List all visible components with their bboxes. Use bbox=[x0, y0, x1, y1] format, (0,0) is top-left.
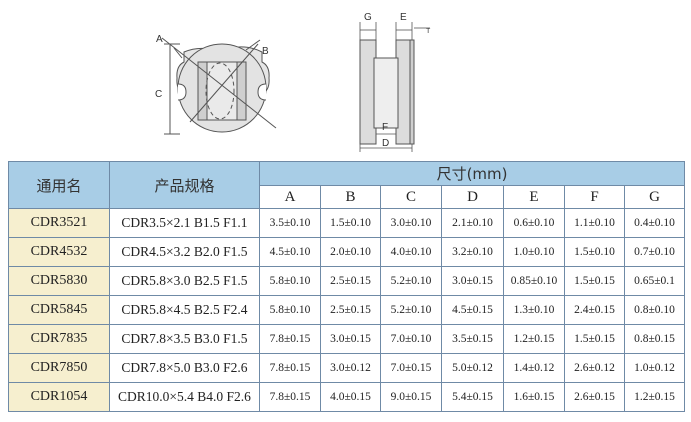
spec-cell: CDR7.8×5.0 B3.0 F2.6 bbox=[109, 353, 260, 383]
dimension-cell: 3.0±0.15 bbox=[320, 324, 381, 354]
model-cell: CDR5845 bbox=[8, 295, 110, 325]
dimension-cell: 0.85±0.10 bbox=[503, 266, 565, 296]
spec-cell: CDR5.8×3.0 B2.5 F1.5 bbox=[109, 266, 260, 296]
dimension-cell: 1.2±0.15 bbox=[623, 382, 686, 412]
dim-label-t: T bbox=[426, 28, 431, 35]
dimension-cell: 3.0±0.10 bbox=[380, 208, 442, 238]
dim-label-c: C bbox=[155, 89, 162, 100]
dimension-cell: 5.0±0.12 bbox=[441, 353, 504, 383]
model-cell: CDR5830 bbox=[8, 266, 110, 296]
dimension-cell: 0.8±0.10 bbox=[623, 295, 686, 325]
dim-label-b: B bbox=[262, 46, 269, 57]
dimension-cell: 4.5±0.10 bbox=[259, 237, 321, 267]
dimension-cell: 2.4±0.15 bbox=[564, 295, 625, 325]
dimension-cell: 1.2±0.15 bbox=[503, 324, 565, 354]
dimension-cell: 1.0±0.10 bbox=[503, 237, 565, 267]
dimension-cell: 1.0±0.12 bbox=[623, 353, 686, 383]
dimension-cell: 2.0±0.10 bbox=[320, 237, 381, 267]
dim-label-f: F bbox=[382, 122, 388, 133]
dimension-cell: 2.6±0.15 bbox=[564, 382, 625, 412]
dim-label-e: E bbox=[400, 12, 407, 23]
dimension-cell: 1.6±0.15 bbox=[503, 382, 565, 412]
dimension-cell: 7.0±0.10 bbox=[380, 324, 442, 354]
dimension-cell: 1.4±0.12 bbox=[503, 353, 565, 383]
dimension-cell: 9.0±0.15 bbox=[380, 382, 442, 412]
model-cell: CDR4532 bbox=[8, 237, 110, 267]
dimension-cell: 1.1±0.10 bbox=[564, 208, 625, 238]
dimension-cell: 5.8±0.10 bbox=[259, 266, 321, 296]
dimension-cell: 1.5±0.10 bbox=[564, 237, 625, 267]
dim-label-g: G bbox=[364, 12, 372, 23]
dimension-cell: 3.0±0.12 bbox=[320, 353, 381, 383]
column-header: C bbox=[380, 185, 442, 209]
dimension-cell: 1.5±0.10 bbox=[320, 208, 381, 238]
spec-cell: CDR5.8×4.5 B2.5 F2.4 bbox=[109, 295, 260, 325]
dimension-cell: 4.5±0.15 bbox=[441, 295, 504, 325]
front-view-drawing: A B C bbox=[155, 34, 277, 135]
dimension-cell: 1.3±0.10 bbox=[503, 295, 565, 325]
dim-label-d: D bbox=[382, 138, 389, 149]
dimension-cell: 0.65±0.1 bbox=[623, 266, 686, 296]
dimension-cell: 7.8±0.15 bbox=[259, 382, 321, 412]
model-cell: CDR7835 bbox=[8, 324, 110, 354]
technical-drawings: A B C bbox=[0, 0, 691, 160]
spec-cell: CDR4.5×3.2 B2.0 F1.5 bbox=[109, 237, 260, 267]
dimension-cell: 5.4±0.15 bbox=[441, 382, 504, 412]
dimension-cell: 7.0±0.15 bbox=[380, 353, 442, 383]
dimension-cell: 3.5±0.15 bbox=[441, 324, 504, 354]
dimension-cell: 0.8±0.15 bbox=[623, 324, 686, 354]
dimension-cell: 2.5±0.15 bbox=[320, 266, 381, 296]
dimension-cell: 3.2±0.10 bbox=[441, 237, 504, 267]
header-common-name: 通用名 bbox=[8, 161, 110, 209]
header-size: 尺寸(mm) bbox=[258, 161, 686, 186]
dimension-cell: 3.5±0.10 bbox=[259, 208, 321, 238]
dimension-cell: 4.0±0.10 bbox=[380, 237, 442, 267]
model-cell: CDR7850 bbox=[8, 353, 110, 383]
column-header: A bbox=[259, 185, 321, 209]
dimension-cell: 2.1±0.10 bbox=[441, 208, 504, 238]
dimension-cell: 3.0±0.15 bbox=[441, 266, 504, 296]
dimension-cell: 5.2±0.10 bbox=[380, 295, 442, 325]
spec-cell: CDR7.8×3.5 B3.0 F1.5 bbox=[109, 324, 260, 354]
dimension-cell: 0.7±0.10 bbox=[623, 237, 686, 267]
dimension-cell: 2.6±0.12 bbox=[564, 353, 625, 383]
dimension-cell: 0.6±0.10 bbox=[503, 208, 565, 238]
header-spec: 产品规格 bbox=[109, 161, 260, 209]
dim-label-a: A bbox=[156, 34, 163, 45]
column-header: B bbox=[320, 185, 381, 209]
column-header: D bbox=[441, 185, 504, 209]
dimension-cell: 1.5±0.15 bbox=[564, 324, 625, 354]
column-header: E bbox=[503, 185, 565, 209]
column-header: G bbox=[623, 185, 686, 209]
spec-cell: CDR3.5×2.1 B1.5 F1.1 bbox=[109, 208, 260, 238]
model-cell: CDR1054 bbox=[8, 382, 110, 412]
dimension-cell: 2.5±0.15 bbox=[320, 295, 381, 325]
column-header: F bbox=[564, 185, 625, 209]
model-cell: CDR3521 bbox=[8, 208, 110, 238]
dimension-cell: 5.2±0.10 bbox=[380, 266, 442, 296]
dimension-cell: 5.8±0.10 bbox=[259, 295, 321, 325]
spec-cell: CDR10.0×5.4 B4.0 F2.6 bbox=[109, 382, 260, 412]
dimension-cell: 4.0±0.15 bbox=[320, 382, 381, 412]
dimension-cell: 0.4±0.10 bbox=[623, 208, 686, 238]
dimension-cell: 1.5±0.15 bbox=[564, 266, 625, 296]
dimension-cell: 7.8±0.15 bbox=[259, 324, 321, 354]
dimension-cell: 7.8±0.15 bbox=[259, 353, 321, 383]
